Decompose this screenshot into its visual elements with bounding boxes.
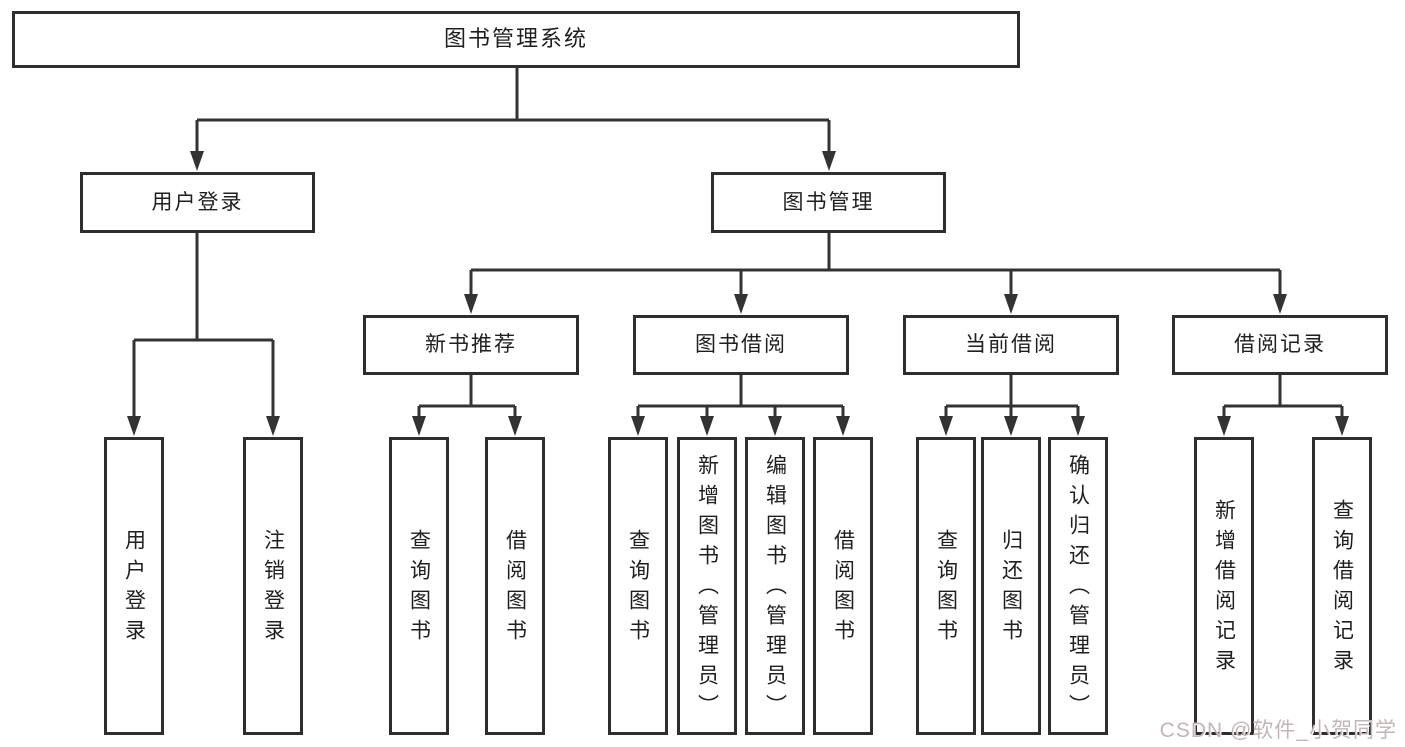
leaf-logout: 注销登录 [243, 437, 303, 735]
connectors-book-borrow-to-leaves [631, 375, 850, 436]
node-new-book-recommend: 新书推荐 [363, 315, 579, 375]
node-book-borrow: 图书借阅 [633, 315, 849, 375]
node-current-borrow: 当前借阅 [903, 315, 1119, 375]
connectors-book-mgmt-to-level2 [464, 233, 1287, 314]
leaf-user-login: 用户登录 [104, 437, 164, 735]
leaf-borrow-edit-book-admin: 编辑图书（管理员） [745, 437, 805, 735]
connectors-borrow-record-to-leaves [1217, 375, 1349, 436]
leaf-borrow-borrow-book: 借阅图书 [813, 437, 873, 735]
leaf-current-query-book: 查询图书 [916, 437, 976, 735]
node-borrow-record: 借阅记录 [1172, 315, 1388, 375]
leaf-record-query-borrow-record: 查询借阅记录 [1312, 437, 1372, 735]
leaf-current-return-book: 归还图书 [981, 437, 1041, 735]
node-root-system: 图书管理系统 [12, 11, 1020, 68]
connectors-current-borrow-to-leaves [939, 375, 1085, 436]
node-user-login: 用户登录 [80, 172, 315, 233]
leaf-borrow-add-book-admin: 新增图书（管理员） [677, 437, 737, 735]
connectors-user-login-to-leaves [127, 233, 280, 436]
leaf-record-add-borrow-record: 新增借阅记录 [1194, 437, 1254, 735]
leaf-borrow-query-book: 查询图书 [608, 437, 668, 735]
connectors-new-book-to-leaves [412, 375, 522, 436]
node-book-management: 图书管理 [711, 172, 946, 233]
csdn-watermark: CSDN @软件_小贺同学 [1159, 719, 1397, 742]
connectors-root-to-level1 [190, 68, 836, 171]
leaf-recommend-query-book: 查询图书 [389, 437, 449, 735]
leaf-recommend-borrow-book: 借阅图书 [485, 437, 545, 735]
leaf-current-confirm-return-admin: 确认归还（管理员） [1048, 437, 1108, 735]
